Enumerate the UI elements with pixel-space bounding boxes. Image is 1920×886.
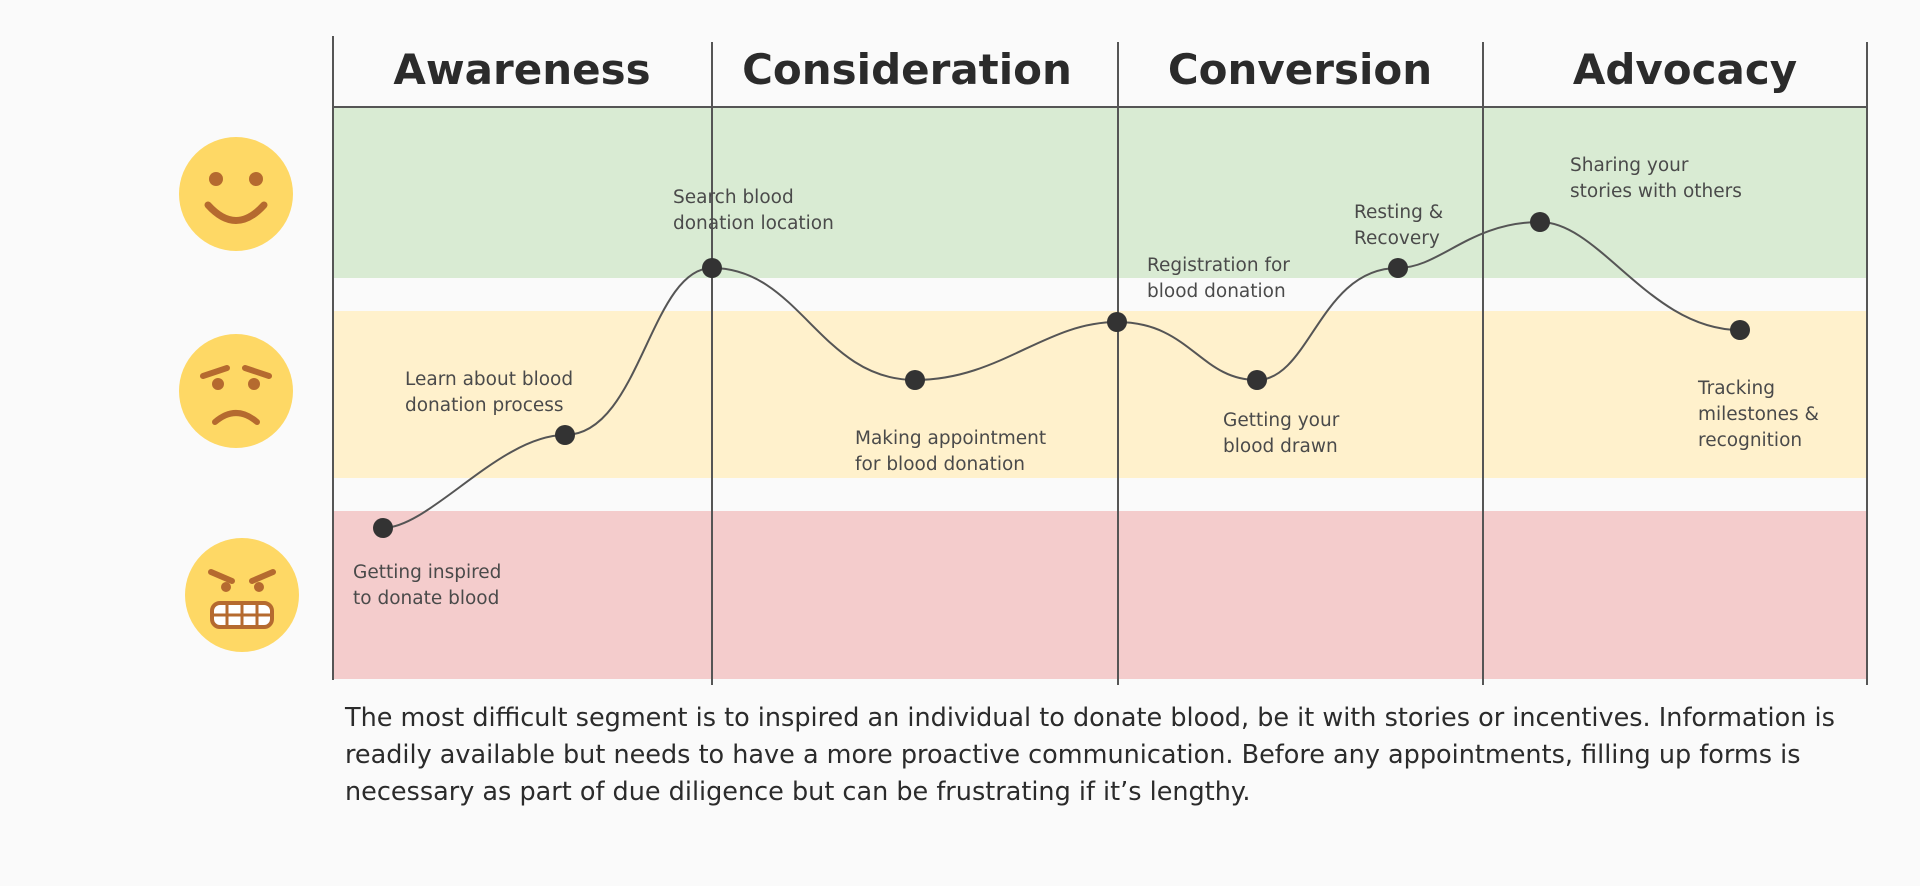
happy-face-icon — [179, 137, 293, 251]
worried-face-icon — [179, 334, 293, 448]
neutral-band — [333, 311, 1867, 478]
negative-band — [333, 511, 1867, 679]
stage-title-conversion: Conversion — [1168, 45, 1432, 94]
stage-title-advocacy: Advocacy — [1573, 45, 1797, 94]
angry-face-icon — [185, 538, 299, 652]
summary-text: The most difficult segment is to inspire… — [345, 703, 1835, 807]
journey-point: Resting &Recovery — [1354, 202, 1443, 278]
point-label: Resting &Recovery — [1354, 202, 1443, 249]
positive-band — [333, 108, 1867, 278]
stage-title-consideration: Consideration — [742, 45, 1072, 94]
stage-title-awareness: Awareness — [393, 45, 650, 94]
journey-curve — [382, 220, 1741, 529]
